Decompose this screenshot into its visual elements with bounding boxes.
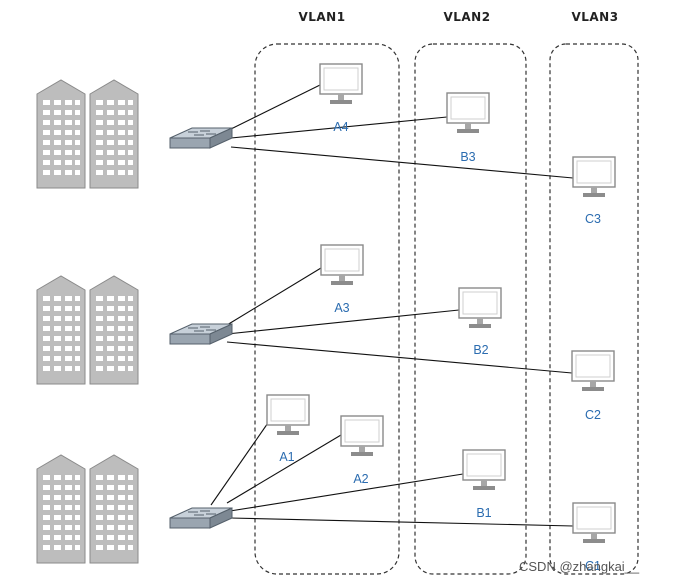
pc-label-c1: C1 bbox=[585, 559, 601, 573]
pc-label-b1: B1 bbox=[476, 506, 491, 520]
network-switch-icon-3 bbox=[169, 507, 233, 529]
pc-label-b2: B2 bbox=[473, 343, 488, 357]
link-switch3-b1 bbox=[229, 473, 464, 512]
link-switch1-b3 bbox=[230, 116, 448, 139]
link-switch3-c1 bbox=[229, 517, 574, 527]
link-switch2-b2 bbox=[226, 309, 460, 335]
pc-a4-monitor-icon bbox=[319, 63, 363, 105]
link-switch2-c2 bbox=[226, 341, 573, 374]
pc-label-c3: C3 bbox=[585, 212, 601, 226]
pc-label-c2: C2 bbox=[585, 408, 601, 422]
pc-c2-monitor-icon bbox=[571, 350, 615, 392]
pc-b2-monitor-icon bbox=[458, 287, 502, 329]
pc-a1-monitor-icon bbox=[266, 394, 310, 436]
vlan2-region bbox=[414, 43, 527, 575]
vlan1-title: VLAN1 bbox=[298, 10, 345, 24]
pc-b3-monitor-icon bbox=[446, 92, 490, 134]
link-switch3-a2 bbox=[226, 434, 342, 504]
office-building-icon bbox=[36, 275, 86, 385]
building-group-1 bbox=[36, 79, 139, 189]
office-building-icon bbox=[36, 79, 86, 189]
vlan3-region bbox=[549, 43, 639, 575]
pc-a3-monitor-icon bbox=[320, 244, 364, 286]
link-switch1-c3 bbox=[230, 146, 574, 179]
link-switch1-a4 bbox=[230, 84, 321, 130]
building-group-3 bbox=[36, 454, 139, 564]
pc-c1-monitor-icon bbox=[572, 502, 616, 544]
pc-label-b3: B3 bbox=[460, 150, 475, 164]
pc-label-a1: A1 bbox=[279, 450, 294, 464]
building-group-2 bbox=[36, 275, 139, 385]
pc-label-a2: A2 bbox=[353, 472, 368, 486]
office-building-icon bbox=[36, 454, 86, 564]
pc-a2-monitor-icon bbox=[340, 415, 384, 457]
pc-c3-monitor-icon bbox=[572, 156, 616, 198]
office-building-icon bbox=[89, 454, 139, 564]
vlan2-title: VLAN2 bbox=[443, 10, 490, 24]
pc-label-a4: A4 bbox=[333, 120, 348, 134]
link-switch3-a1 bbox=[210, 419, 271, 506]
link-switch2-a3 bbox=[226, 267, 322, 326]
network-switch-icon-2 bbox=[169, 323, 233, 345]
pc-label-a3: A3 bbox=[334, 301, 349, 315]
office-building-icon bbox=[89, 275, 139, 385]
vlan3-title: VLAN3 bbox=[571, 10, 618, 24]
office-building-icon bbox=[89, 79, 139, 189]
watermark: CSDN @zhangkai__ bbox=[519, 559, 640, 574]
pc-b1-monitor-icon bbox=[462, 449, 506, 491]
vlan1-region bbox=[254, 43, 400, 575]
network-switch-icon-1 bbox=[169, 127, 233, 149]
